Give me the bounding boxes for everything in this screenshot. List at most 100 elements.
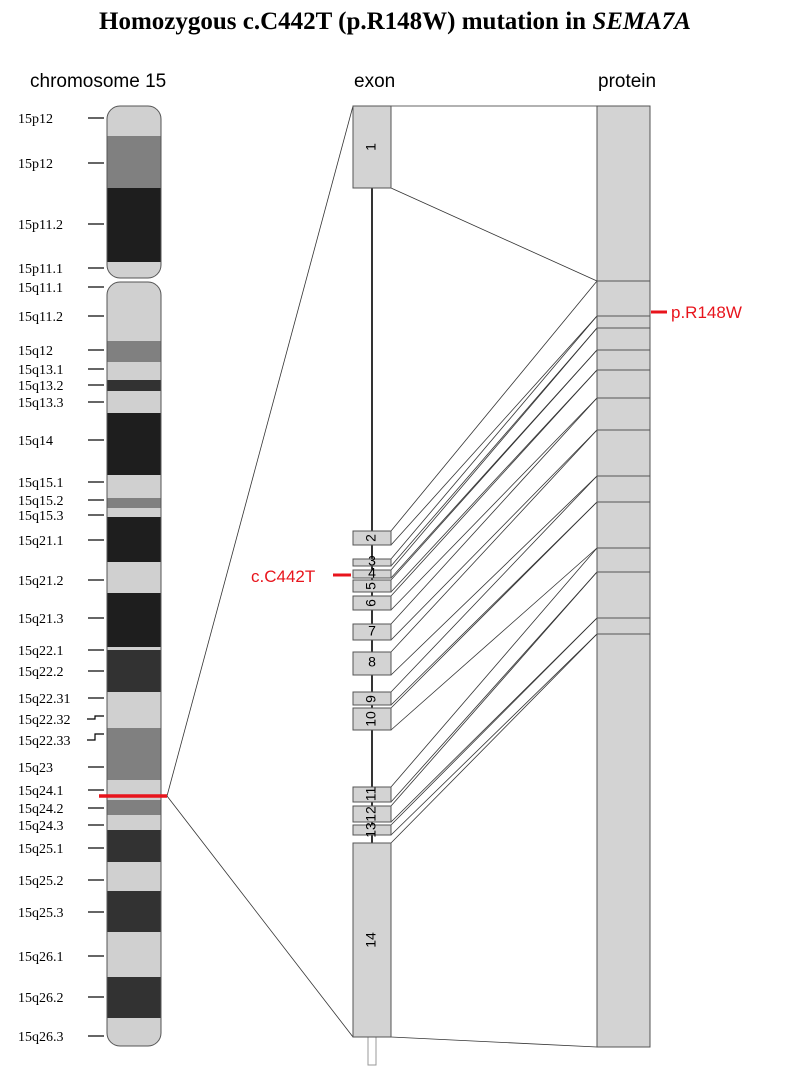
chromosome-band — [107, 262, 161, 278]
exon-box — [352, 623, 392, 641]
band-label: 15q13.2 — [18, 379, 64, 394]
band-label: 15q15.1 — [18, 476, 64, 491]
connector-line — [390, 397, 598, 611]
chromosome-band — [107, 341, 161, 362]
chromosome-band — [107, 650, 161, 692]
exon-box — [352, 651, 392, 676]
connector-line — [390, 369, 598, 593]
band-label: 15q13.1 — [18, 363, 64, 378]
connector-line — [390, 315, 598, 546]
exon-number: 2 — [363, 534, 379, 542]
connector-line — [390, 327, 598, 567]
chromosome-band — [107, 498, 161, 508]
band-label: 15q15.2 — [18, 494, 64, 509]
chromosome-band — [107, 282, 161, 296]
chromosome-band — [107, 106, 161, 136]
connector-line — [390, 315, 598, 560]
chromosome-band — [107, 188, 161, 262]
connector-line — [390, 349, 598, 581]
exon-number: 14 — [363, 932, 379, 948]
chromosome-band — [107, 136, 161, 188]
band-label: 15p11.1 — [18, 262, 63, 277]
connector-line — [390, 571, 598, 807]
exon-box — [352, 595, 392, 611]
band-label: 15q12 — [18, 344, 53, 359]
band-label: 15q24.1 — [18, 784, 64, 799]
protein-segment — [596, 327, 651, 351]
band-label: 15q22.1 — [18, 644, 64, 659]
connector-line — [390, 327, 598, 571]
band-label: 15q26.2 — [18, 991, 64, 1006]
band-label: 15q26.1 — [18, 950, 64, 965]
band-label: 15q26.3 — [18, 1030, 64, 1045]
zoom-line — [166, 795, 354, 1038]
band-label: 15q21.1 — [18, 534, 64, 549]
exon-number: 10 — [363, 711, 379, 727]
chromosome-band — [107, 692, 161, 724]
protein-segment — [596, 547, 651, 573]
exon-protein-connectors — [166, 105, 598, 1048]
band-label: 15q24.2 — [18, 802, 64, 817]
connector-line — [390, 633, 598, 836]
connector-line — [390, 547, 598, 788]
exon-box — [352, 805, 392, 823]
band-label: 15q11.1 — [18, 281, 63, 296]
band-label: 15q13.3 — [18, 396, 64, 411]
connector-line — [390, 369, 598, 597]
chromosome-band — [107, 296, 161, 341]
exon-number: 13 — [363, 822, 379, 838]
chromosome-band — [107, 475, 161, 498]
chromosome-band — [107, 1018, 161, 1046]
band-label: 15q24.3 — [18, 819, 64, 834]
connector-line — [390, 187, 598, 282]
exon-box — [352, 707, 392, 731]
protein-segment — [596, 633, 651, 1048]
band-leader — [87, 733, 104, 741]
chromosome-ideogram — [106, 105, 162, 1047]
band-labels: 15p1215p1215p11.215p11.115q11.115q11.215… — [18, 112, 104, 1045]
protein-segment — [596, 501, 651, 549]
protein-segment — [596, 475, 651, 503]
title-gene: SEMA7A — [592, 8, 691, 35]
exon-box — [352, 842, 392, 1038]
band-label: 15q22.2 — [18, 665, 64, 680]
chromosome-band — [107, 728, 161, 778]
exon-header: exon — [354, 71, 395, 92]
exon-number: 1 — [363, 143, 379, 151]
connector-line — [390, 571, 598, 803]
exon-box — [352, 579, 392, 593]
exon-box — [352, 691, 392, 706]
protein-segment — [596, 105, 651, 282]
protein-header: protein — [598, 71, 656, 92]
protein-segment — [596, 571, 651, 619]
protein-segment — [596, 397, 651, 431]
protein-segment — [596, 280, 651, 317]
title-text: Homozygous c.C442T (p.R148W) mutation in — [99, 8, 593, 35]
exon-box — [352, 105, 392, 189]
exon-box — [352, 558, 392, 567]
band-label: 15q14 — [18, 434, 53, 449]
chromosome-band — [107, 800, 161, 815]
chromosome-band — [107, 593, 161, 647]
chromosome-band — [107, 778, 161, 780]
band-label: 15q25.3 — [18, 906, 64, 921]
q-arm-outline — [106, 281, 162, 1047]
band-label: 15q22.33 — [18, 734, 71, 749]
connector-line — [390, 501, 598, 709]
zoom-line — [166, 105, 354, 797]
band-label: 15q22.32 — [18, 713, 71, 728]
chromosome-band — [107, 362, 161, 380]
band-label: 15p12 — [18, 157, 53, 172]
exon-number: 3 — [368, 553, 376, 569]
chromosome-header: chromosome 15 — [30, 71, 166, 92]
protein-mutation-label: p.R148W — [671, 303, 742, 322]
connector-line — [390, 475, 598, 693]
connector-line — [390, 280, 598, 532]
exon-number: 7 — [368, 623, 376, 639]
exon-number: 9 — [363, 695, 379, 703]
exon-number: 12 — [363, 806, 379, 822]
connector-line — [390, 429, 598, 653]
chromosome-band — [107, 647, 161, 650]
figure-title: Homozygous c.C442T (p.R148W) mutation in… — [0, 8, 790, 36]
chromosome-band — [107, 562, 161, 593]
